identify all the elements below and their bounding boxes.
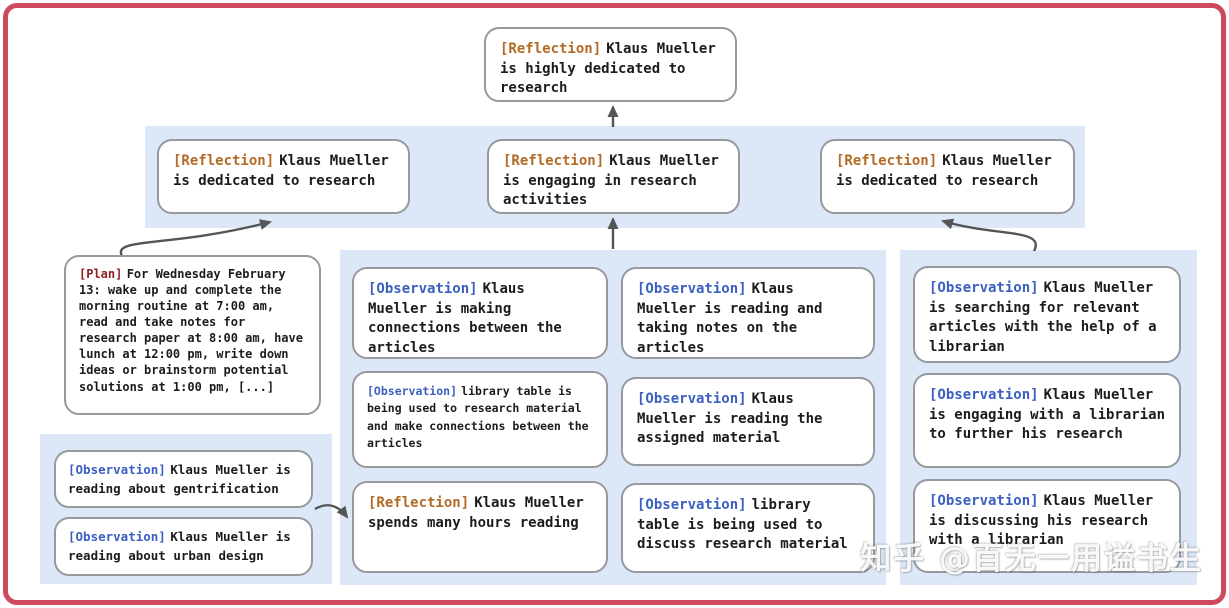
plan-node: [Plan]For Wednesday February 13: wake up… (64, 255, 321, 415)
observation-node-gentrification: [Observation]Klaus Mueller is reading ab… (54, 450, 313, 508)
node-text: Klaus Mueller spends many hours reading (368, 495, 584, 531)
reflection-node-hours-reading: [Reflection]Klaus Mueller spends many ho… (352, 481, 608, 573)
observation-tag: [Observation] (637, 497, 747, 513)
node-text: library table is being used to research … (367, 384, 589, 450)
node-text: Klaus Mueller is engaging in research ac… (503, 153, 719, 209)
observation-node-making-connections: [Observation]Klaus Mueller is making con… (352, 267, 608, 359)
watermark: 知乎 @百无一用谥书生 (860, 541, 1203, 577)
observation-node-library-table-research: [Observation]library table is being used… (352, 371, 608, 468)
node-text: Klaus Mueller is highly dedicated to res… (500, 41, 716, 97)
reflection-tag: [Reflection] (503, 153, 605, 169)
node-text: Klaus Mueller is dedicated to research (836, 153, 1052, 189)
observation-tag: [Observation] (68, 462, 166, 477)
reflection-node-1: [Reflection]Klaus Mueller is dedicated t… (157, 139, 410, 214)
reflection-node-2: [Reflection]Klaus Mueller is engaging in… (487, 139, 740, 214)
node-text: Klaus Mueller is engaging with a librari… (929, 387, 1166, 443)
reflection-node-root: [Reflection]Klaus Mueller is highly dedi… (484, 27, 737, 102)
reflection-tag: [Reflection] (500, 41, 602, 57)
plan-tag: [Plan] (79, 267, 123, 281)
node-text: Klaus Mueller is searching for relevant … (929, 280, 1157, 355)
reflection-tag: [Reflection] (836, 153, 938, 169)
observation-tag: [Observation] (368, 281, 478, 297)
reflection-node-3: [Reflection]Klaus Mueller is dedicated t… (820, 139, 1075, 214)
observation-node-assigned-material: [Observation]Klaus Mueller is reading th… (621, 377, 875, 466)
node-text: Klaus Mueller is making connections betw… (368, 281, 562, 356)
observation-tag: [Observation] (929, 280, 1039, 296)
reflection-tag: [Reflection] (173, 153, 275, 169)
node-text: For Wednesday February 13: wake up and c… (79, 267, 303, 394)
observation-node-urban-design: [Observation]Klaus Mueller is reading ab… (54, 517, 313, 576)
observation-tag: [Observation] (68, 529, 166, 544)
node-text: Klaus Mueller is discussing his research… (929, 493, 1154, 549)
observation-node-engaging-librarian: [Observation]Klaus Mueller is engaging w… (913, 373, 1181, 468)
observation-tag: [Observation] (929, 493, 1039, 509)
node-text: library table is being used to discuss r… (637, 497, 848, 553)
observation-tag: [Observation] (367, 384, 458, 398)
observation-tag: [Observation] (929, 387, 1039, 403)
node-text: Klaus Mueller is reading about urban des… (68, 529, 291, 563)
reflection-tag: [Reflection] (368, 495, 470, 511)
observation-tag: [Observation] (637, 391, 747, 407)
node-text: Klaus Mueller is reading the assigned ma… (637, 391, 823, 447)
node-text: Klaus Mueller is reading and taking note… (637, 281, 823, 356)
node-text: Klaus Mueller is dedicated to research (173, 153, 389, 189)
observation-node-discussing-research: [Observation]Klaus Mueller is discussing… (913, 479, 1181, 573)
observation-tag: [Observation] (637, 281, 747, 297)
observation-node-searching-articles: [Observation]Klaus Mueller is searching … (913, 266, 1181, 363)
observation-node-taking-notes: [Observation]Klaus Mueller is reading an… (621, 267, 875, 359)
node-text: Klaus Mueller is reading about gentrific… (68, 462, 291, 496)
observation-node-library-table-discuss: [Observation]library table is being used… (621, 483, 875, 573)
